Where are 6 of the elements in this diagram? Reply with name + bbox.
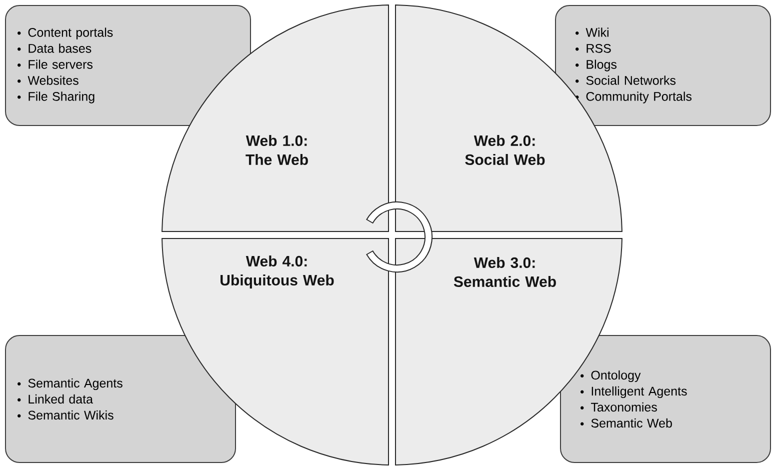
list-box: Wiki RSS Blogs Social Networks Community Portals [555,5,771,126]
list-box: Semantic Agents Linked data Semantic Wikis [5,335,236,463]
quadrant-sector: Web 4.0: Ubiquitous Web [162,238,389,466]
quadrant-sector: Web 1.0: The Web [162,4,389,232]
list-box: Content portals Data bases File servers Websites File Sharing [5,5,251,126]
list-box: Ontology Intelligent Agents Taxonomies Semantic Web [560,335,771,463]
